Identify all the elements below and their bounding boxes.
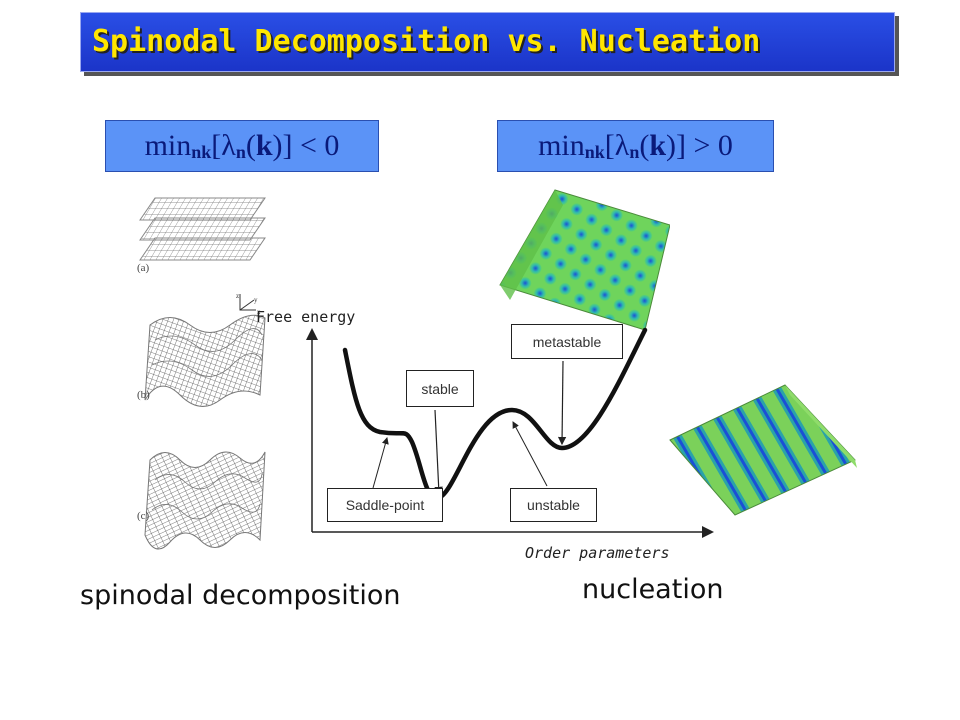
mesh-panel-b xyxy=(144,314,266,407)
lambda-subscript: n xyxy=(235,141,246,162)
stable-arrow xyxy=(434,409,443,496)
metastable-arrow xyxy=(557,360,567,446)
coordinate-axes-icon: z y x xyxy=(236,292,261,316)
paren-open: ( xyxy=(639,129,650,162)
mesh-panel-a xyxy=(139,197,266,261)
mesh-panel-c xyxy=(144,451,266,550)
bracket-close: )] xyxy=(272,129,300,162)
spinodal-mesh-panels xyxy=(139,197,266,550)
condition-subscript: nk xyxy=(584,141,605,162)
condition-prefix: min xyxy=(144,129,192,162)
y-axis-label: Free energy xyxy=(256,308,356,326)
title-bar: Spinodal Decomposition vs. Nucleation xyxy=(80,12,895,72)
panel-label-b: (b) xyxy=(137,389,150,401)
axis-glyph-x: x xyxy=(257,308,261,316)
bracket-close: )] xyxy=(666,129,694,162)
condition-subscript: nk xyxy=(191,141,212,162)
condition-relation: < 0 xyxy=(300,129,340,162)
axis-glyph-z: z xyxy=(236,292,239,300)
bracket-open: [λ xyxy=(211,129,236,162)
page-title: Spinodal Decomposition vs. Nucleation xyxy=(92,24,761,59)
lambda-subscript: n xyxy=(629,141,640,162)
free-energy-curve xyxy=(342,327,648,501)
condition-relation: > 0 xyxy=(693,129,733,162)
condition-prefix: min xyxy=(538,129,585,162)
condition-argument: k xyxy=(255,129,273,162)
condition-argument: k xyxy=(649,129,667,162)
saddle-point-label: Saddle-point xyxy=(327,488,443,522)
caption-nucleation: nucleation xyxy=(582,574,724,605)
x-axis-label: Order parameters xyxy=(525,544,670,562)
nucleation-block-top xyxy=(499,189,670,331)
caption-spinodal: spinodal decomposition xyxy=(80,580,401,611)
free-energy-diagram xyxy=(306,327,714,538)
panel-label-a: (a) xyxy=(137,262,150,274)
panel-label-c: (c) xyxy=(137,510,150,522)
axis-glyph-y: y xyxy=(254,296,258,304)
saddle-point-arrow xyxy=(372,437,389,489)
bracket-open: [λ xyxy=(604,129,630,162)
stable-label: stable xyxy=(406,370,474,407)
unstable-arrow xyxy=(512,421,548,487)
paren-open: ( xyxy=(245,129,256,162)
unstable-label: unstable xyxy=(510,488,597,522)
nucleation-block-bottom xyxy=(669,384,857,516)
metastable-label: metastable xyxy=(511,324,623,359)
